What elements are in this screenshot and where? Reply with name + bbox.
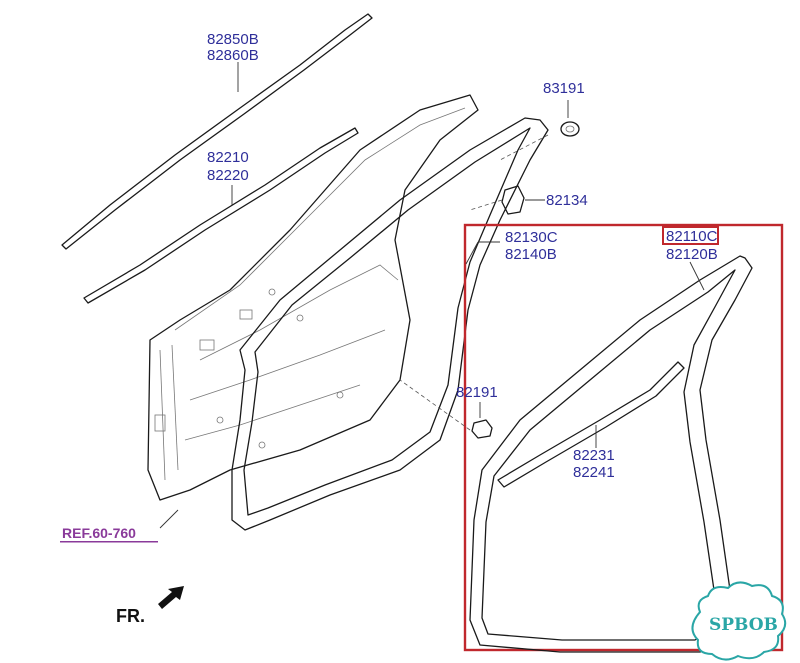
label-82860B: 82860B — [207, 47, 259, 64]
direction-arrow-icon — [158, 586, 184, 609]
label-82110C: 82110C — [666, 228, 718, 245]
highlight-box — [463, 223, 784, 652]
label-82241: 82241 — [573, 464, 615, 481]
ref-label: REF.60-760 — [62, 525, 136, 541]
label-highlight-box — [662, 226, 719, 245]
direction-label: FR. — [116, 606, 145, 626]
ref-underline — [60, 541, 158, 543]
clip-82134 — [501, 185, 525, 215]
direction-indicator: FR. — [116, 586, 184, 626]
door-inner-strip — [497, 361, 685, 488]
label-83191: 83191 — [543, 80, 585, 97]
label-82140B: 82140B — [505, 246, 557, 263]
belt-moulding-outer — [61, 13, 373, 250]
label-82220: 82220 — [207, 167, 249, 184]
label-82850B: 82850B — [207, 31, 259, 48]
watermark-text: SPBOB — [709, 615, 778, 635]
door-weatherstrip — [469, 255, 753, 653]
label-82210: 82210 — [207, 149, 249, 166]
plug-83191 — [560, 121, 580, 137]
label-82120B: 82120B — [666, 246, 718, 263]
belt-weatherstrip-inner — [83, 127, 359, 304]
cloud-badge-icon — [691, 581, 787, 661]
door-body — [147, 94, 479, 501]
bumper-82191 — [471, 419, 493, 439]
label-82134: 82134 — [546, 192, 588, 209]
watermark-logo: SPBOB — [691, 581, 787, 661]
label-82130C: 82130C — [505, 229, 558, 246]
door-frame-weatherstrip — [231, 117, 549, 531]
label-82231: 82231 — [573, 447, 615, 464]
leader-lines — [159, 62, 705, 529]
label-82191: 82191 — [456, 384, 498, 401]
